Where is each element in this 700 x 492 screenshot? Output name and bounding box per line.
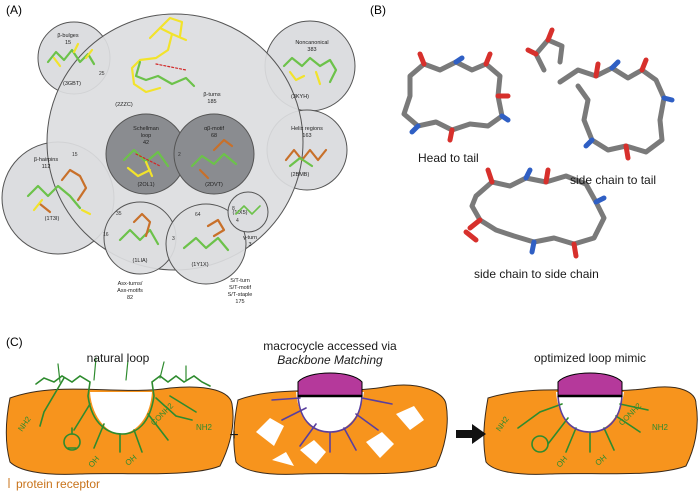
panel-b-label: (B) xyxy=(370,3,386,17)
schellman-title-1: Schellman xyxy=(133,126,159,132)
macrocycle-sidechain-to-tail xyxy=(557,65,667,155)
receptor-pockets xyxy=(256,406,424,466)
backbone-cap-right xyxy=(557,372,623,397)
overlap-count-9: 8 xyxy=(232,206,235,212)
structure-2zzc xyxy=(130,26,174,94)
helix-title: Helix regions xyxy=(291,126,323,132)
asx-count: 82 xyxy=(127,295,133,301)
natural-loop xyxy=(35,357,211,453)
helix-pdb: (2BMB) xyxy=(291,172,310,178)
label-macrocycle-line1: macrocycle accessed via xyxy=(263,339,397,353)
panel-a-label: (A) xyxy=(6,3,22,17)
st-title-1: S/T-turn xyxy=(230,278,250,284)
structure-2bmb xyxy=(284,148,328,162)
noncanonical-title: Noncanonical xyxy=(295,40,328,46)
beta-turns-pdb: (2ZZC) xyxy=(115,102,133,108)
panel-c-label: (C) xyxy=(6,335,23,349)
beta-hairpins-title: β-hairpins xyxy=(34,157,59,163)
label-natural-loop: natural loop xyxy=(87,351,150,365)
ab-motif-title: αβ-motif xyxy=(204,126,225,132)
ab-motif-count: 68 xyxy=(211,133,217,139)
schellman-title-2: loop xyxy=(141,133,151,139)
schellman-count: 42 xyxy=(143,140,149,146)
overlap-count-1: 25 xyxy=(99,71,105,77)
asx-title-1: Asx-turns/ xyxy=(118,281,143,287)
beta-bulges-count: 15 xyxy=(65,40,71,46)
label-protein-receptor: protein receptor xyxy=(16,477,100,491)
beta-turns-count: 185 xyxy=(207,99,216,105)
macrocycle-models xyxy=(401,37,667,247)
schellman-pdb: (2OL1) xyxy=(137,182,154,188)
helix-count: 163 xyxy=(302,133,311,139)
structure-1t3i xyxy=(26,184,82,210)
label-sidechain-to-sidechain: side chain to side chain xyxy=(474,267,599,281)
overlap-count-4: 16 xyxy=(103,232,109,238)
label-sidechain-to-tail: side chain to tail xyxy=(570,173,656,187)
beta-bulges-pdb: (3GBT) xyxy=(63,81,81,87)
gamma-turn-title: γ-turn xyxy=(243,235,257,241)
structure-1y1x xyxy=(182,236,230,252)
label-macrocycle-line2: Backbone Matching xyxy=(277,353,383,367)
st-count: 175 xyxy=(235,299,244,305)
optimized-loop xyxy=(517,403,649,453)
overlap-count-5: 35 xyxy=(116,211,122,217)
ab-motif-pdb: (2DVT) xyxy=(205,182,223,188)
circle-st xyxy=(165,203,247,285)
macrocycle-middle xyxy=(271,395,393,453)
macrocycle-sidechain-to-sidechain xyxy=(469,173,607,247)
noncanonical-pdb: (3KYH) xyxy=(291,94,309,100)
gamma-turn-count: 3 xyxy=(248,242,251,248)
overlap-count-2: 15 xyxy=(72,152,78,158)
asx-title-2: Asx-motifs xyxy=(117,288,143,294)
overlap-count-7: 3 xyxy=(172,236,175,242)
structure-2dvt xyxy=(190,152,238,168)
plus-sign: + xyxy=(229,427,238,444)
venn-structures xyxy=(26,16,338,252)
natural-nh2-label-2: NH2 xyxy=(196,423,213,432)
optimized-nh2-label-2: NH2 xyxy=(652,423,669,432)
beta-hairpins-count: 112 xyxy=(42,164,51,170)
overlap-count-6: 64 xyxy=(195,212,201,218)
noncanonical-count: 383 xyxy=(307,47,316,53)
gamma-turn-pdb: (1IX5) xyxy=(233,210,248,216)
venn-diagram xyxy=(1,13,356,285)
beta-turns-title: β-turns xyxy=(203,92,220,98)
beta-hairpins-pdb: (1T3I) xyxy=(45,216,60,222)
circle-ab-motif xyxy=(173,113,255,195)
overlap-count-3: 2 xyxy=(178,152,181,158)
label-optimized: optimized loop mimic xyxy=(534,351,646,365)
structure-3kyh xyxy=(282,56,338,84)
macrocycle-head-to-tail xyxy=(401,59,505,133)
label-head-to-tail: Head to tail xyxy=(418,151,479,165)
st-title-3: S/T-staple xyxy=(228,292,253,298)
structure-1ix5 xyxy=(235,205,261,215)
st-title-2: S/T-motif xyxy=(229,285,251,291)
beta-bulges-title: β-bulges xyxy=(57,33,78,39)
arrow-head xyxy=(472,424,486,444)
circle-gamma-turn xyxy=(227,191,269,233)
backbone-cap-middle xyxy=(297,372,363,397)
structure-1lia xyxy=(118,228,160,246)
st-pdb: (1Y1X) xyxy=(191,262,208,268)
overlap-count-8: 4 xyxy=(236,218,239,224)
asx-pdb: (1LIA) xyxy=(133,258,148,264)
